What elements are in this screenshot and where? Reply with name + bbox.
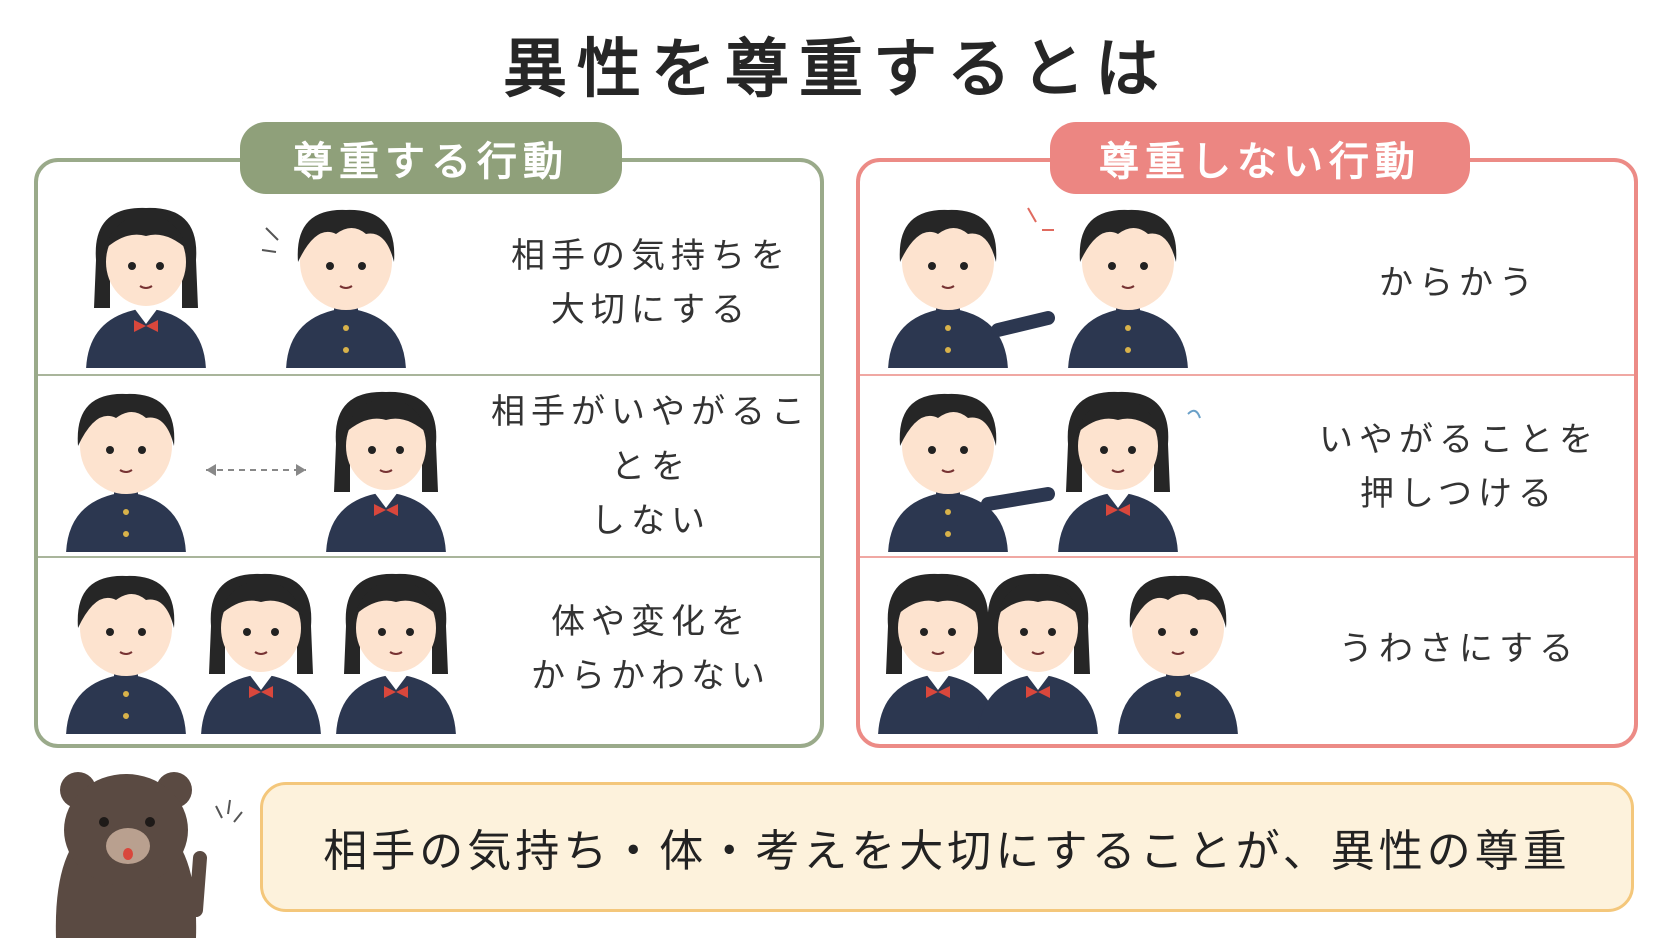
summary-message: 相手の気持ち・体・考えを大切にすることが、異性の尊重: [260, 782, 1634, 912]
bear-mascot-icon: [55, 772, 243, 938]
disrespectful-heading-tab: 尊重しない行動: [1050, 122, 1470, 194]
disrespectful-behavior-panel: からかう いやがることを 押しつける うわさにする: [856, 158, 1638, 748]
disrespectful-caption-1: からかう: [1379, 262, 1539, 303]
page-title: 異性を尊重するとは: [503, 33, 1169, 107]
disrespectful-caption-3: うわさにする: [1338, 628, 1580, 669]
respectful-row-no-teasing-body: 体や変化を からかわない: [38, 556, 820, 738]
students-group-illustration: [65, 572, 457, 734]
boy-teasing-illustration: [887, 207, 1189, 368]
boy-pushing-illustration: [887, 390, 1201, 552]
disrespectful-row-forcing: いやがることを 押しつける: [860, 374, 1634, 556]
respectful-row-feelings: 相手の気持ちを 大切にする: [38, 192, 820, 374]
respectful-caption-1: 相手の気持ちを 大切にする: [511, 235, 791, 330]
respectful-row-no-unwanted: 相手がいやがることを しない: [38, 374, 820, 556]
disrespectful-row-teasing: からかう: [860, 192, 1634, 374]
students-talking-illustration: [85, 206, 407, 368]
respectful-behavior-panel: 相手の気持ちを 大切にする 相手がいやがることを しない 体や変化を からかわな…: [34, 158, 824, 748]
disrespectful-caption-2: いやがることを 押しつける: [1319, 419, 1599, 514]
girls-whispering-illustration: [878, 572, 1239, 734]
respectful-caption-2: 相手がいやがることを しない: [491, 392, 811, 542]
respectful-heading-tab: 尊重する行動: [240, 122, 622, 194]
students-distance-illustration: [65, 390, 447, 552]
disrespectful-row-rumors: うわさにする: [860, 556, 1634, 738]
respectful-caption-3: 体や変化を からかわない: [531, 601, 771, 696]
